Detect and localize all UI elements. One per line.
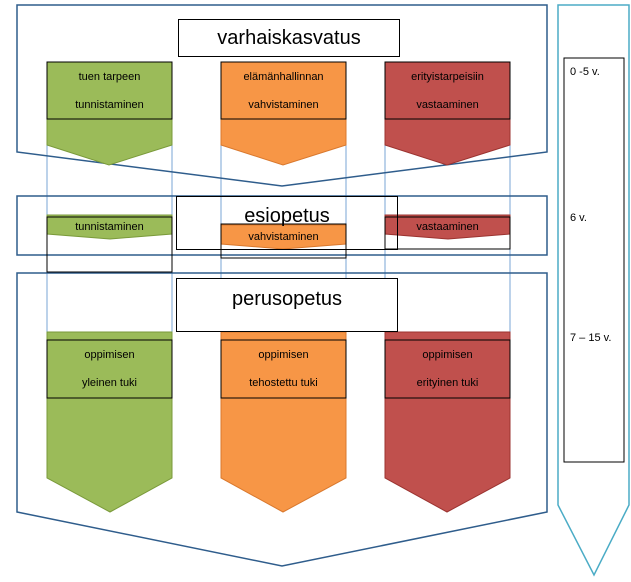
- label-orange-bottom-line1: oppimisen: [258, 349, 309, 361]
- label-green-bottom: oppimisen yleinen tuki: [47, 340, 172, 398]
- label-red-top-line1: erityistarpeisiin: [411, 70, 484, 83]
- label-orange-bottom-line2: tehostettu tuki: [249, 377, 318, 389]
- timeline-box: [563, 57, 625, 463]
- chevron-green-bottom: [46, 331, 173, 513]
- label-green-middle: tunnistaminen: [75, 221, 144, 233]
- frame-perusopetus: [16, 272, 548, 567]
- label-orange-top-line2: vahvistaminen: [248, 98, 319, 111]
- label-green-top: tuen tarpeen tunnistaminen: [47, 62, 172, 119]
- label-red-bottom-line1: oppimisen: [422, 349, 473, 361]
- label-red-bottom-line2: erityinen tuki: [416, 377, 479, 389]
- age-label-perusopetus: 7 – 15 v.: [570, 332, 612, 344]
- title-varhaiskasvatus: varhaiskasvatus: [178, 19, 400, 57]
- label-green-bottom-line2: yleinen tuki: [81, 377, 138, 389]
- chevron-red-bottom: [384, 331, 511, 513]
- label-orange-bottom: oppimisen tehostettu tuki: [221, 340, 346, 398]
- age-label-varhaiskasvatus: 0 -5 v.: [570, 66, 600, 78]
- label-green-top-line1: tuen tarpeen: [78, 70, 141, 83]
- label-orange-top-line1: elämänhallinnan: [243, 70, 324, 83]
- timeline-arrow: [557, 4, 630, 577]
- chevron-orange-bottom: [220, 331, 347, 513]
- label-red-middle: vastaaminen: [416, 221, 479, 233]
- text-box-outlines: [46, 61, 511, 399]
- label-orange-top: elämänhallinnan vahvistaminen: [221, 62, 346, 119]
- frame-varhaiskasvatus: [16, 4, 548, 187]
- label-green-bottom-line1: oppimisen: [84, 349, 135, 361]
- title-esiopetus: esiopetus: [176, 196, 398, 250]
- label-green-top-line2: tunnistaminen: [75, 98, 144, 111]
- label-red-bottom: oppimisen erityinen tuki: [385, 340, 510, 398]
- age-label-esiopetus: 6 v.: [570, 212, 587, 224]
- label-red-top: erityistarpeisiin vastaaminen: [385, 62, 510, 119]
- title-perusopetus: perusopetus: [176, 278, 398, 332]
- label-red-top-line2: vastaaminen: [416, 98, 479, 111]
- label-orange-middle: vahvistaminen: [248, 231, 319, 243]
